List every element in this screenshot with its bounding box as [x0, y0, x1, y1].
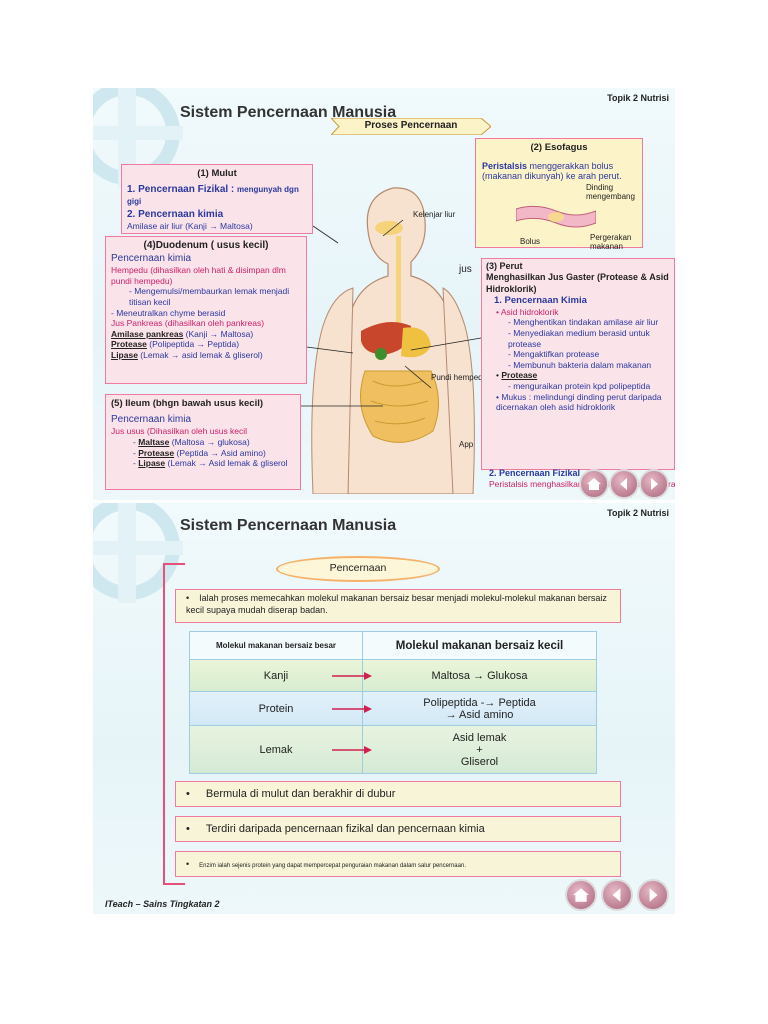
bullet-text-3: Enzim ialah sejenis protein yang dapat m…: [199, 863, 466, 869]
duodenum-line3: - Meneutralkan chyme berasid: [111, 308, 301, 319]
home-button[interactable]: [579, 469, 609, 499]
row-large: Kanji: [190, 660, 363, 692]
row-small: Maltosa → Glukosa: [363, 660, 597, 692]
duodenum-line5: Amilase pankreas (Kanji → Maltosa): [111, 329, 301, 340]
label-pergerakan: Pergerakan makanan: [590, 233, 642, 251]
home-icon: [572, 886, 590, 904]
arrow-icon: [332, 746, 372, 754]
mulut-line1: 1. Pencernaan Fizikal : mengunyah dgn gi…: [127, 184, 307, 209]
home-button[interactable]: [565, 879, 597, 911]
footer-text: ITeach – Sains Tingkatan 2: [105, 899, 220, 909]
table-row: Kanji Maltosa → Glukosa: [190, 660, 597, 692]
forward-arrow-icon: [646, 476, 662, 492]
table-row: Protein Polipeptida -→ Peptida→ Asid ami…: [190, 692, 597, 726]
table-header-small: Molekul makanan bersaiz kecil: [363, 632, 597, 660]
label-pundi: Pundi hempedu: [431, 373, 487, 382]
mulut-box: (1) Mulut 1. Pencernaan Fizikal : mengun…: [121, 164, 313, 234]
forward-arrow-icon: [644, 886, 662, 904]
perut-line2: 1. Pencernaan Kimia: [486, 295, 670, 307]
bullet-text-2: Terdiri daripada pencernaan fizikal dan …: [206, 823, 485, 835]
process-ribbon: Proses Pencernaan: [331, 118, 491, 135]
arrow-icon: [332, 705, 372, 713]
label-kelenjar: Kelenjar liur: [413, 210, 455, 219]
esofagus-heading: (2) Esofagus: [482, 142, 636, 153]
perut-line4: Peristalsis menghasilkan chyme/makanan s…: [489, 479, 589, 489]
label-dinding: Dinding mengembang: [586, 183, 642, 201]
slide-digestion-definition: Topik 2 Nutrisi Sistem Pencernaan Manusi…: [93, 503, 675, 914]
perut-fizikal: 2. Pencernaan Fizikal Peristalsis mengha…: [489, 468, 589, 489]
slide-digestion-process: Topik 2 Nutrisi Sistem Pencernaan Manusi…: [93, 88, 675, 500]
label-jus: jus: [459, 264, 472, 275]
forward-button[interactable]: [639, 469, 669, 499]
perut-box: (3) Perut Menghasilkan Jus Gaster (Prote…: [481, 258, 675, 470]
perut-b1d: - Membunuh bakteria dalam makanan: [486, 360, 670, 371]
back-arrow-icon: [608, 886, 626, 904]
perut-line3: 2. Pencernaan Fizikal: [489, 468, 589, 479]
ileum-heading: (5) Ileum (bhgn bawah usus kecil): [111, 398, 295, 410]
duodenum-box: (4)Duodenum ( usus kecil) Pencernaan kim…: [105, 236, 307, 384]
bullet-box-1: •Bermula di mulut dan berakhir di dubur: [175, 781, 621, 807]
back-arrow-icon: [616, 476, 632, 492]
ileum-sub: Pencernaan kimia: [111, 414, 295, 427]
perut-bullet3: • Mukus : melindungi dinding perut darip…: [486, 392, 670, 413]
back-button[interactable]: [609, 469, 639, 499]
esofagus-text: Peristalsis menggerakkan bolus (makanan …: [482, 161, 636, 181]
table-row: Lemak Asid lemak+Gliserol: [190, 726, 597, 774]
slide-title: Sistem Pencernaan Manusia: [180, 517, 396, 535]
ileum-line4: - Lipase (Lemak → Asid lemak & gliserol: [111, 458, 295, 469]
perut-b2a: - menguraikan protein kpd polipeptida: [486, 381, 670, 392]
bullet-box-3: •Enzim ialah sejenis protein yang dapat …: [175, 851, 621, 877]
ileum-line1: Jus usus (Dihasilkan oleh usus kecil: [111, 426, 295, 437]
perut-line1: Menghasilkan Jus Gaster (Protease & Asid…: [486, 272, 670, 295]
label-bolus: Bolus: [520, 237, 540, 246]
perut-b1c: - Mengaktifkan protease: [486, 349, 670, 360]
arrow-icon: [332, 672, 372, 680]
back-button[interactable]: [601, 879, 633, 911]
table-header-large: Molekul makanan bersaiz besar: [190, 632, 363, 660]
label-app: App: [459, 440, 473, 449]
bullet-box-2: •Terdiri daripada pencernaan fizikal dan…: [175, 816, 621, 842]
perut-b1b: - Menyediakan medium berasid untuk prote…: [486, 328, 670, 349]
topic-label: Topik 2 Nutrisi: [607, 508, 669, 518]
duodenum-sub: Pencernaan kimia: [111, 253, 301, 266]
esophagus-peristalsis-icon: [516, 201, 596, 231]
ileum-box: (5) Ileum (bhgn bawah usus kecil) Pencer…: [105, 394, 301, 490]
duodenum-line1: Hempedu (dihasilkan oleh hati & disimpan…: [111, 265, 301, 286]
duodenum-heading: (4)Duodenum ( usus kecil): [111, 240, 301, 253]
mulut-heading: (1) Mulut: [127, 168, 307, 180]
table-header-row: Molekul makanan bersaiz besar Molekul ma…: [190, 632, 597, 660]
pencernaan-pill: Pencernaan: [276, 556, 440, 582]
ileum-line3: - Protease (Peptida → Asid amino): [111, 448, 295, 459]
forward-button[interactable]: [637, 879, 669, 911]
definition-box: •Ialah proses memecahkan molekul makanan…: [175, 589, 621, 623]
topic-label: Topik 2 Nutrisi: [607, 93, 669, 103]
mulut-line3: Amilase air liur (Kanji → Maltosa): [127, 221, 307, 232]
mulut-line2: 2. Pencernaan kimia: [127, 209, 307, 222]
row-large: Protein: [190, 692, 363, 726]
home-icon: [586, 476, 602, 492]
perut-bullet2: • Protease: [486, 370, 670, 381]
duodenum-line7: Lipase (Lemak → asid lemak & gliserol): [111, 350, 301, 361]
ribbon-label: Proses Pencernaan: [331, 120, 491, 131]
duodenum-line4: Jus Pankreas (dihasilkan oleh pankreas): [111, 318, 301, 329]
ileum-line2: - Maltase (Maltosa → glukosa): [111, 437, 295, 448]
row-small: Polipeptida -→ Peptida→ Asid amino: [363, 692, 597, 726]
definition-text: Ialah proses memecahkan molekul makanan …: [186, 593, 607, 615]
duodenum-line2: - Mengemulsi/membaurkan lemak menjadi ti…: [111, 286, 301, 307]
molecule-table: Molekul makanan bersaiz besar Molekul ma…: [189, 631, 597, 774]
row-large: Lemak: [190, 726, 363, 774]
bullet-text-1: Bermula di mulut dan berakhir di dubur: [206, 788, 396, 800]
row-small: Asid lemak+Gliserol: [363, 726, 597, 774]
perut-b1a: - Menghentikan tindakan amilase air liur: [486, 317, 670, 328]
perut-bullet1: • Asid hidroklorik: [486, 307, 670, 318]
esofagus-box: (2) Esofagus Peristalsis menggerakkan bo…: [475, 138, 643, 248]
perut-heading: (3) Perut: [486, 261, 670, 272]
duodenum-line6: Protease (Polipeptida → Peptida): [111, 339, 301, 350]
